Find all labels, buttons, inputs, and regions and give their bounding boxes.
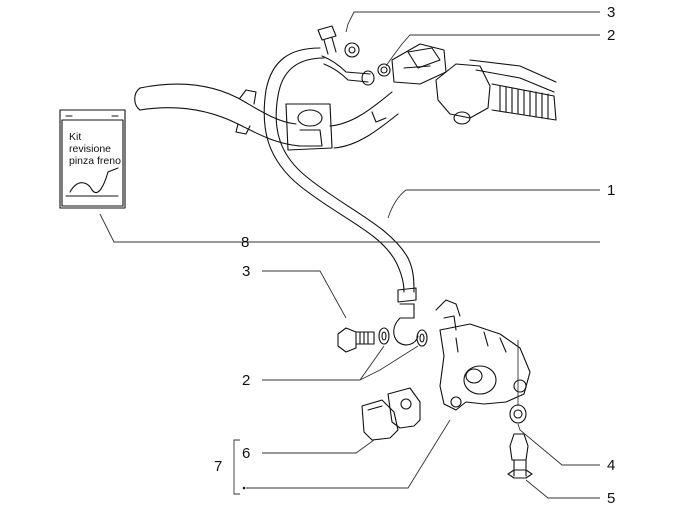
- repair-kit-label: Kit revisione pinza freno: [69, 131, 121, 167]
- leader-line-3-lower: [262, 270, 347, 319]
- caliper-bolt: [507, 433, 533, 479]
- group-bullet-7: [242, 486, 246, 490]
- callout-4: 4: [607, 457, 616, 474]
- repair-kit-label-line-1: Kit: [69, 131, 82, 143]
- group-bracket-7: [233, 439, 240, 495]
- leader-line-4: [517, 423, 600, 466]
- repair-kit-label-line-2: revisione: [69, 143, 112, 155]
- leader-line-5: [525, 479, 600, 499]
- leader-line-3-upper: [345, 11, 600, 33]
- brake-caliper: [435, 299, 531, 411]
- lower-sealing-washer-right: [416, 329, 428, 347]
- upper-banjo-bolt: [317, 25, 337, 55]
- callout-2-upper: 2: [607, 27, 616, 44]
- leader-line-2-lower: [262, 345, 419, 381]
- leader-line-6: [262, 439, 375, 454]
- leader-line-8: [99, 213, 600, 243]
- lower-banjo-bolt: [337, 327, 375, 353]
- callout-7: 7: [214, 458, 223, 475]
- callout-3-upper: 3: [607, 4, 616, 21]
- master-cylinder: [391, 43, 557, 125]
- callout-8: 8: [241, 234, 250, 251]
- upper-sealing-washer: [344, 42, 360, 58]
- callout-3-lower: 3: [242, 263, 251, 280]
- caliper-bushing: [509, 404, 527, 424]
- handlebar-clamp: [285, 103, 333, 151]
- callout-2-lower: 2: [242, 372, 251, 389]
- leader-line-7-parts: [246, 419, 451, 489]
- lower-sealing-washer-left: [378, 327, 390, 345]
- callout-6: 6: [242, 445, 251, 462]
- brake-hose: [263, 47, 419, 346]
- handlebar-grip: [491, 83, 557, 121]
- callout-5: 5: [607, 490, 616, 507]
- handlebar: [134, 83, 399, 149]
- repair-kit-label-line-3: pinza freno: [69, 155, 121, 167]
- repair-kit-card: [59, 109, 126, 209]
- leader-line-2-upper: [385, 34, 600, 67]
- callout-1: 1: [607, 182, 616, 199]
- upper-banjo-fitting: [321, 55, 391, 86]
- brake-pads: [361, 387, 421, 441]
- leader-line-1: [387, 189, 600, 219]
